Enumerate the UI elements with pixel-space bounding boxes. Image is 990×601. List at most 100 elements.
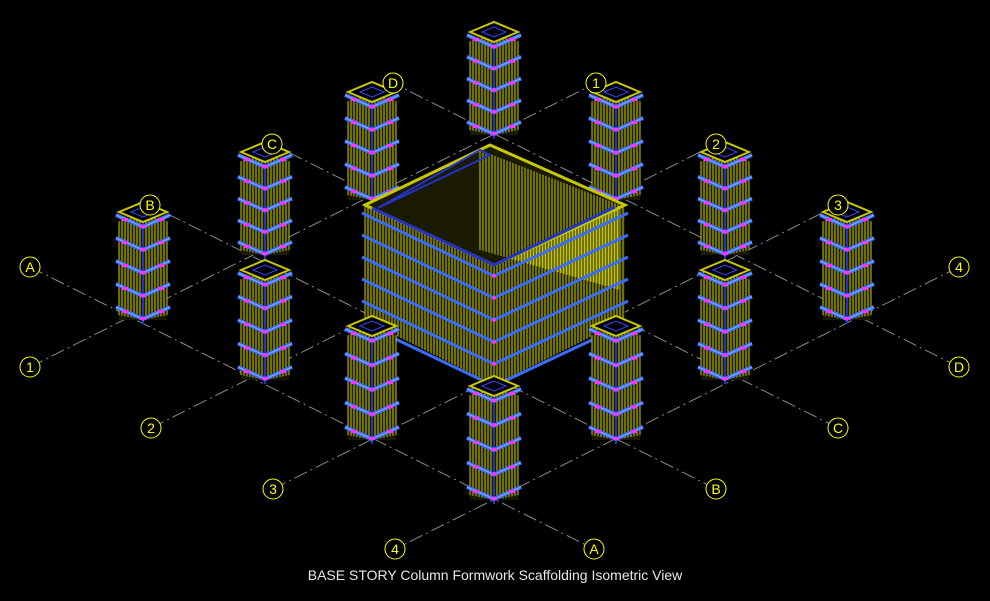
tie xyxy=(613,437,619,440)
tie xyxy=(492,296,496,300)
tie xyxy=(140,271,146,274)
tie xyxy=(631,381,637,384)
column-formwork xyxy=(819,200,875,324)
tie xyxy=(862,287,868,290)
tie xyxy=(369,174,375,177)
tie xyxy=(704,323,710,326)
tie xyxy=(704,223,710,227)
grid-bubble-b-top: B xyxy=(139,194,161,216)
grid-bubble-b-right: B xyxy=(705,478,727,500)
tie xyxy=(369,105,375,108)
tie xyxy=(740,323,746,326)
tie xyxy=(595,356,601,360)
tie xyxy=(351,381,357,384)
grid-bubble-label: D xyxy=(954,359,964,375)
tie xyxy=(262,186,268,190)
tie xyxy=(473,38,479,41)
tie xyxy=(509,81,515,85)
tie xyxy=(492,340,496,344)
tie xyxy=(740,245,746,248)
tie xyxy=(704,179,710,183)
tie xyxy=(244,276,250,279)
grid-bubble-a-bottom: A xyxy=(583,538,605,560)
tie xyxy=(491,132,497,135)
tie xyxy=(509,392,515,395)
tie xyxy=(862,310,868,313)
tie xyxy=(262,252,268,255)
tie xyxy=(140,225,146,228)
grid-bubble-two-top: 2 xyxy=(705,133,727,155)
tie xyxy=(473,59,479,63)
tie xyxy=(631,121,637,124)
tie xyxy=(158,264,164,267)
tie xyxy=(387,405,393,409)
grid-bubble-three-top: 3 xyxy=(827,194,849,216)
tie xyxy=(613,339,619,342)
tie xyxy=(826,287,832,290)
tie xyxy=(740,370,746,373)
tie xyxy=(844,271,850,274)
tie xyxy=(387,167,393,170)
column-formwork xyxy=(237,258,293,384)
tie xyxy=(740,201,746,205)
tie xyxy=(244,201,250,205)
tie xyxy=(244,179,250,183)
tie xyxy=(369,151,375,154)
grid-bubble-two-left: 2 xyxy=(140,417,162,439)
tie xyxy=(613,388,619,391)
tie xyxy=(491,497,497,500)
column-formwork xyxy=(588,314,644,444)
grid-bubble-c-right: C xyxy=(827,417,849,439)
tie xyxy=(140,317,146,320)
tie xyxy=(351,144,357,147)
tie xyxy=(595,381,601,384)
tie xyxy=(844,248,850,251)
grid-bubble-four-right: 4 xyxy=(948,256,970,278)
tie xyxy=(280,276,286,279)
grid-bubble-one-left: 1 xyxy=(19,356,41,378)
tie xyxy=(595,98,601,101)
tie xyxy=(491,45,497,48)
tie xyxy=(740,158,746,161)
grid-bubble-three-left: 3 xyxy=(262,478,284,500)
tie xyxy=(509,38,515,41)
tie xyxy=(244,370,250,373)
grid-bubble-c-top: C xyxy=(261,133,283,155)
tie xyxy=(595,430,601,433)
tie xyxy=(509,59,515,63)
tie xyxy=(244,346,250,350)
tie xyxy=(473,81,479,85)
tie xyxy=(704,245,710,248)
tie xyxy=(844,317,850,320)
tie xyxy=(387,430,393,433)
grid-bubble-label: C xyxy=(833,420,843,436)
grid-bubble-label: C xyxy=(267,136,277,152)
tie xyxy=(351,356,357,360)
tie xyxy=(722,252,728,255)
grid-bubble-label: A xyxy=(589,541,599,557)
tie xyxy=(631,405,637,409)
tie xyxy=(631,430,637,433)
tie xyxy=(631,332,637,335)
tie xyxy=(631,190,637,193)
tie xyxy=(244,158,250,161)
tie xyxy=(122,241,128,244)
grid-bubble-label: B xyxy=(145,197,154,213)
tie xyxy=(595,144,601,147)
tie xyxy=(387,332,393,335)
grid-bubble-label: 1 xyxy=(592,75,600,91)
tie xyxy=(631,356,637,360)
tie xyxy=(473,416,479,420)
grid-bubble-label: A xyxy=(25,259,35,275)
formwork-structure xyxy=(115,20,875,504)
tie xyxy=(140,294,146,297)
tie xyxy=(826,264,832,267)
tie xyxy=(722,165,728,168)
tie xyxy=(613,412,619,416)
tie xyxy=(704,346,710,350)
tie xyxy=(244,245,250,248)
tie xyxy=(613,128,619,131)
